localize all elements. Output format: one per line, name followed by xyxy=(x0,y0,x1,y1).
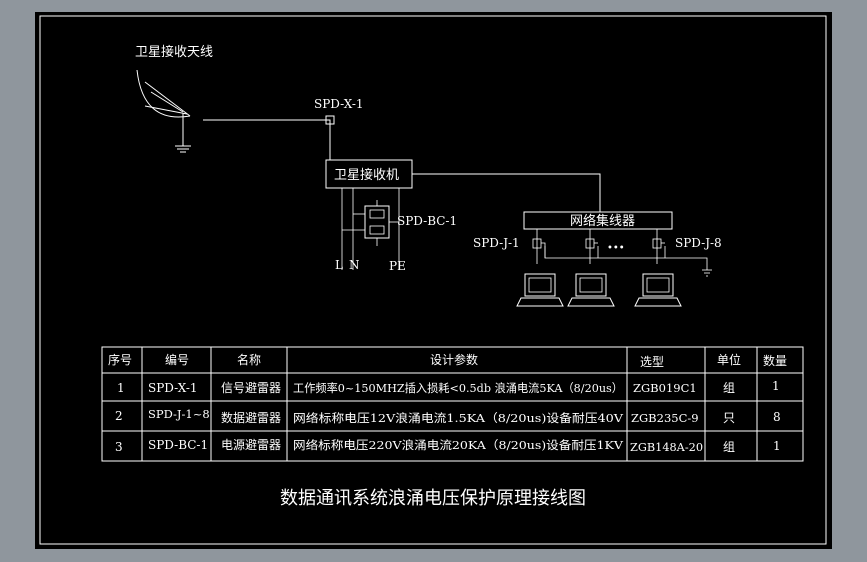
table-cell: 组 xyxy=(723,440,735,454)
table-header-params: 设计参数 xyxy=(430,352,478,367)
parts-table xyxy=(101,346,804,462)
mains-wiring xyxy=(341,188,400,270)
table-cell: 电源避雷器 xyxy=(221,438,281,452)
receiver-hub-link xyxy=(412,173,601,212)
computer-icon xyxy=(634,273,682,307)
table-cell: ZGB235C-9 xyxy=(631,411,699,425)
table-cell: 8 xyxy=(773,410,781,424)
table-cell: 只 xyxy=(723,411,735,425)
wiring-diagram: 卫星接收天线 SPD-X-1 卫星接收机 SPD-BC-1 L N PE 网络集… xyxy=(39,15,827,545)
table-cell: 2 xyxy=(115,409,123,423)
spd-bc-1-device xyxy=(364,205,390,239)
mains-label-l: L xyxy=(335,258,343,272)
spd-x-1-device xyxy=(325,115,335,125)
spd-j-8-label: SPD-J-8 xyxy=(675,236,722,250)
inner-frame xyxy=(39,15,827,545)
table-cell: 工作频率0~150MHZ插入损耗<0.5db 浪涌电流5KA（8/20us） xyxy=(293,381,623,395)
table-cell: SPD-BC-1 xyxy=(148,438,208,452)
spd-j-1-label: SPD-J-1 xyxy=(473,236,520,250)
table-cell: 1 xyxy=(773,439,781,453)
table-cell: 1 xyxy=(117,381,125,395)
data-spd-group xyxy=(532,229,712,277)
computer-icon xyxy=(516,273,564,307)
spd-j-8-device xyxy=(652,238,662,249)
mains-label-pe: PE xyxy=(389,259,406,273)
table-cell: SPD-J-1~8 xyxy=(148,407,210,421)
table-header-name: 名称 xyxy=(237,352,261,367)
table-cell: 网络标称电压220V浪涌电流20KA（8/20us)设备耐压1KV xyxy=(293,438,624,452)
computer-icon xyxy=(567,273,615,307)
table-header-index: 序号 xyxy=(108,352,132,367)
hub-label: 网络集线器 xyxy=(570,213,635,229)
ellipsis-label: ••• xyxy=(607,243,625,254)
spd-j-2-device xyxy=(585,238,595,249)
coax-line xyxy=(203,119,331,160)
table-cell: 信号避雷器 xyxy=(221,381,281,395)
table-cell: 网络标称电压12V浪涌电流1.5KA（8/20us)设备耐压40V xyxy=(293,411,624,425)
table-cell: SPD-X-1 xyxy=(148,381,198,395)
diagram-title: 数据通讯系统浪涌电压保护原理接线图 xyxy=(280,488,586,509)
satellite-antenna-icon xyxy=(136,69,191,153)
spd-j-1-device xyxy=(532,238,542,249)
table-header-qty: 数量 xyxy=(763,353,787,368)
table-header-unit: 单位 xyxy=(717,352,741,367)
drawing-sheet: 卫星接收天线 SPD-X-1 卫星接收机 SPD-BC-1 L N PE 网络集… xyxy=(35,12,832,549)
table-header-model: 选型 xyxy=(640,355,664,369)
spd-x-1-label: SPD-X-1 xyxy=(314,97,364,111)
table-cell: 1 xyxy=(772,379,780,393)
mains-label-n: N xyxy=(349,258,360,272)
spd-bc-1-label: SPD-BC-1 xyxy=(397,214,457,228)
network-hub xyxy=(523,211,673,230)
table-cell: ZGB148A-20 xyxy=(630,440,703,454)
table-header-code: 编号 xyxy=(165,352,189,367)
table-cell: 3 xyxy=(115,440,123,454)
antenna-label: 卫星接收天线 xyxy=(135,44,213,60)
table-cell: 组 xyxy=(723,381,735,395)
table-cell: ZGB019C1 xyxy=(633,381,697,395)
table-cell: 数据避雷器 xyxy=(221,410,281,425)
receiver-label: 卫星接收机 xyxy=(334,167,399,183)
